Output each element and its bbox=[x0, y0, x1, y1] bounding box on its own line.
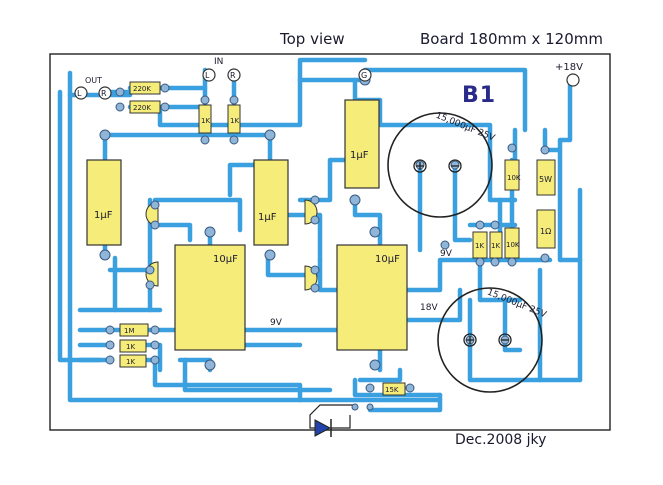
label-10k-a: 10K bbox=[507, 174, 521, 182]
resistor-10k-a bbox=[504, 159, 520, 191]
out-right-connector bbox=[98, 86, 112, 100]
solder-pads bbox=[99, 74, 550, 411]
label-in: IN bbox=[214, 57, 223, 67]
label-220k-top: 220K bbox=[133, 85, 151, 93]
electrolytic-capacitors bbox=[387, 112, 543, 393]
capacitor-1uf-mid bbox=[253, 159, 289, 246]
resistor-220k-top bbox=[129, 81, 161, 95]
label-1k-a: 1K bbox=[475, 242, 484, 250]
supply-connector bbox=[566, 73, 580, 87]
label-1-ohm: 1Ω bbox=[540, 227, 551, 236]
label-1k-in-r: 1K bbox=[230, 117, 239, 125]
resistors bbox=[119, 81, 556, 396]
label-10uf-right: 10µF bbox=[375, 254, 400, 265]
label-10k-b: 10K bbox=[506, 241, 520, 249]
resistor-1m bbox=[119, 323, 149, 337]
label-15k: 15K bbox=[385, 386, 399, 394]
resistor-5w bbox=[536, 159, 556, 196]
out-left-connector bbox=[74, 86, 88, 100]
capacitor-10uf-right bbox=[336, 244, 408, 351]
label-in-l: L bbox=[205, 71, 210, 80]
in-left-connector bbox=[202, 68, 216, 82]
label-9v-a: 9V bbox=[270, 318, 283, 328]
label-out: OUT bbox=[85, 76, 102, 85]
label-1k-b: 1K bbox=[491, 242, 500, 250]
label-1k-in-l: 1K bbox=[201, 117, 210, 125]
resistor-15k bbox=[382, 382, 406, 396]
board-id-label: B1 bbox=[462, 83, 497, 108]
capacitor-10uf-left bbox=[174, 244, 246, 351]
ground-connector bbox=[358, 68, 372, 82]
capacitor-15000uf-top bbox=[387, 112, 493, 218]
label-1m: 1M bbox=[124, 327, 135, 335]
label-10uf-left: 10µF bbox=[213, 254, 238, 265]
capacitor-15000uf-bottom bbox=[437, 287, 543, 393]
led bbox=[309, 404, 355, 437]
label-1uf-top: 1µF bbox=[350, 150, 369, 161]
board-outline bbox=[49, 53, 611, 431]
connectors bbox=[74, 68, 580, 100]
page-title: Top view bbox=[280, 30, 345, 48]
capacitors bbox=[86, 99, 408, 351]
date-signature: Dec.2008 jky bbox=[455, 432, 547, 448]
label-1k-left-a: 1K bbox=[126, 343, 135, 351]
label-1uf-mid: 1µF bbox=[258, 212, 277, 223]
capacitor-1uf-left bbox=[86, 159, 122, 246]
resistor-1-ohm bbox=[536, 209, 556, 249]
label-220k-bottom: 220K bbox=[133, 104, 151, 112]
polarity-marks bbox=[413, 159, 512, 347]
label-18v: 18V bbox=[420, 303, 438, 313]
label-9v-b: 9V bbox=[440, 249, 453, 259]
in-right-connector bbox=[227, 68, 241, 82]
resistor-1k-in-l bbox=[198, 104, 212, 134]
resistor-1k-in-r bbox=[227, 104, 241, 134]
label-5w: 5W bbox=[539, 175, 552, 184]
capacitor-1uf-top bbox=[344, 99, 380, 189]
label-out-r: R bbox=[101, 89, 107, 98]
resistor-1k-left-a bbox=[119, 339, 147, 353]
label-15000uf-top: 15,000µF 25V bbox=[434, 111, 497, 144]
label-1uf-left: 1µF bbox=[94, 210, 113, 221]
label-ground: G bbox=[361, 71, 367, 80]
label-in-r: R bbox=[230, 71, 236, 80]
board-size-label: Board 180mm x 120mm bbox=[420, 30, 603, 48]
label-1k-left-b: 1K bbox=[126, 358, 135, 366]
label-supply: +18V bbox=[555, 62, 583, 73]
label-out-l: L bbox=[77, 89, 82, 98]
resistor-1k-left-b bbox=[119, 354, 147, 368]
resistor-220k-bottom bbox=[129, 100, 161, 114]
